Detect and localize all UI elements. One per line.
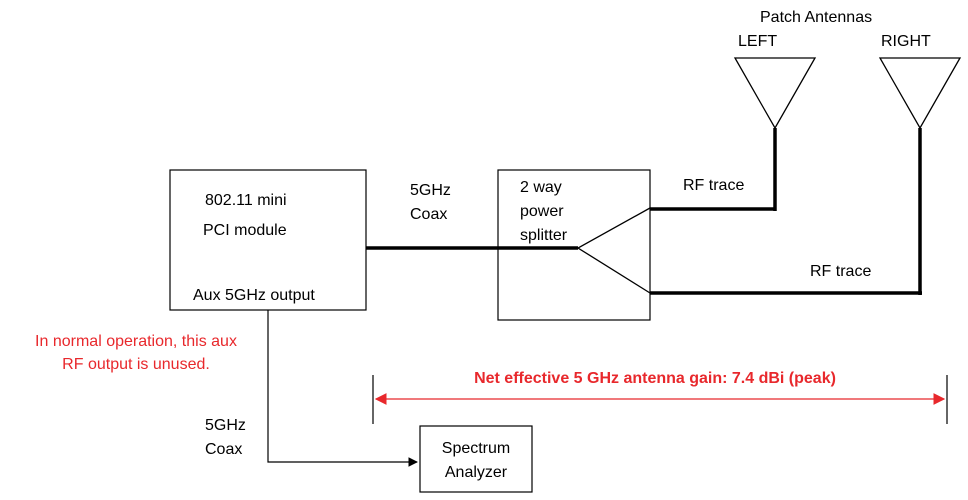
analyzer-line1: Spectrum (442, 440, 510, 457)
pci-module-line1: 802.11 mini (205, 192, 287, 209)
main-coax-line1: 5GHz (410, 182, 451, 199)
aux-coax-line1: 5GHz (205, 417, 246, 434)
aux-coax-line (267, 310, 418, 467)
splitter-divider-symbol (576, 207, 651, 294)
power-splitter-box (497, 169, 651, 321)
splitter-line3: splitter (520, 227, 568, 244)
analyzer-line2: Analyzer (445, 464, 508, 481)
aux-output-label: Aux 5GHz output (193, 287, 315, 304)
aux-note-line1: In normal operation, this aux (35, 333, 237, 350)
pci-module-box (169, 169, 367, 311)
right-antenna-triangle (878, 57, 962, 130)
rf-trace-upper-label: RF trace (683, 177, 744, 194)
antennas-heading: Patch Antennas (760, 9, 872, 26)
splitter-line1: 2 way (520, 179, 562, 196)
rf-trace-lower-label: RF trace (810, 263, 871, 280)
left-antenna-triangle (733, 57, 817, 130)
aux-note-line2: RF output is unused. (62, 356, 210, 373)
main-coax-line2: Coax (410, 206, 447, 223)
pci-module-line2: PCI module (203, 222, 287, 239)
gain-note: Net effective 5 GHz antenna gain: 7.4 dB… (474, 370, 836, 387)
antenna-right-label: RIGHT (881, 33, 931, 50)
aux-coax-line2: Coax (205, 441, 242, 458)
antenna-left-label: LEFT (738, 33, 777, 50)
spectrum-analyzer-box (419, 425, 533, 493)
splitter-line2: power (520, 203, 564, 220)
